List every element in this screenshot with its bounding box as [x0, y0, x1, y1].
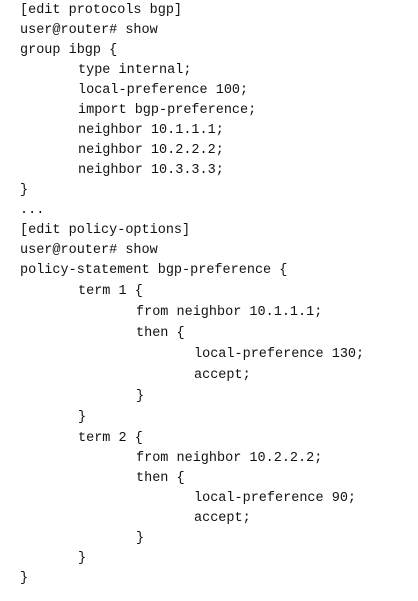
cli-line: }	[136, 531, 145, 546]
cli-line: then {	[136, 471, 185, 486]
cli-line: }	[136, 389, 145, 404]
cli-line: from neighbor 10.1.1.1;	[136, 305, 323, 320]
cli-line: import bgp-preference;	[78, 103, 257, 118]
cli-line: [edit policy-options]	[20, 223, 191, 238]
cli-line: local-preference 100;	[78, 83, 249, 98]
cli-line: term 2 {	[78, 431, 143, 446]
cli-line: type internal;	[78, 63, 192, 78]
cli-line: }	[78, 410, 87, 425]
cli-line: then {	[136, 326, 185, 341]
cli-line: local-preference 130;	[194, 347, 365, 362]
cli-line: }	[78, 551, 87, 566]
cli-line: group ibgp {	[20, 43, 118, 58]
cli-line: }	[20, 571, 29, 586]
cli-line: user@router# show	[20, 243, 158, 258]
cli-line: neighbor 10.3.3.3;	[78, 163, 224, 178]
cli-line: [edit protocols bgp]	[20, 3, 183, 18]
cli-line: policy-statement bgp-preference {	[20, 263, 288, 278]
cli-line: neighbor 10.2.2.2;	[78, 143, 224, 158]
cli-line: }	[20, 183, 29, 198]
cli-line: accept;	[194, 511, 251, 526]
cli-line: local-preference 90;	[194, 491, 357, 506]
cli-line: term 1 {	[78, 284, 143, 299]
cli-line: from neighbor 10.2.2.2;	[136, 451, 323, 466]
cli-line: user@router# show	[20, 23, 158, 38]
cli-line: ...	[20, 203, 45, 218]
cli-line: accept;	[194, 368, 251, 383]
cli-line: neighbor 10.1.1.1;	[78, 123, 224, 138]
